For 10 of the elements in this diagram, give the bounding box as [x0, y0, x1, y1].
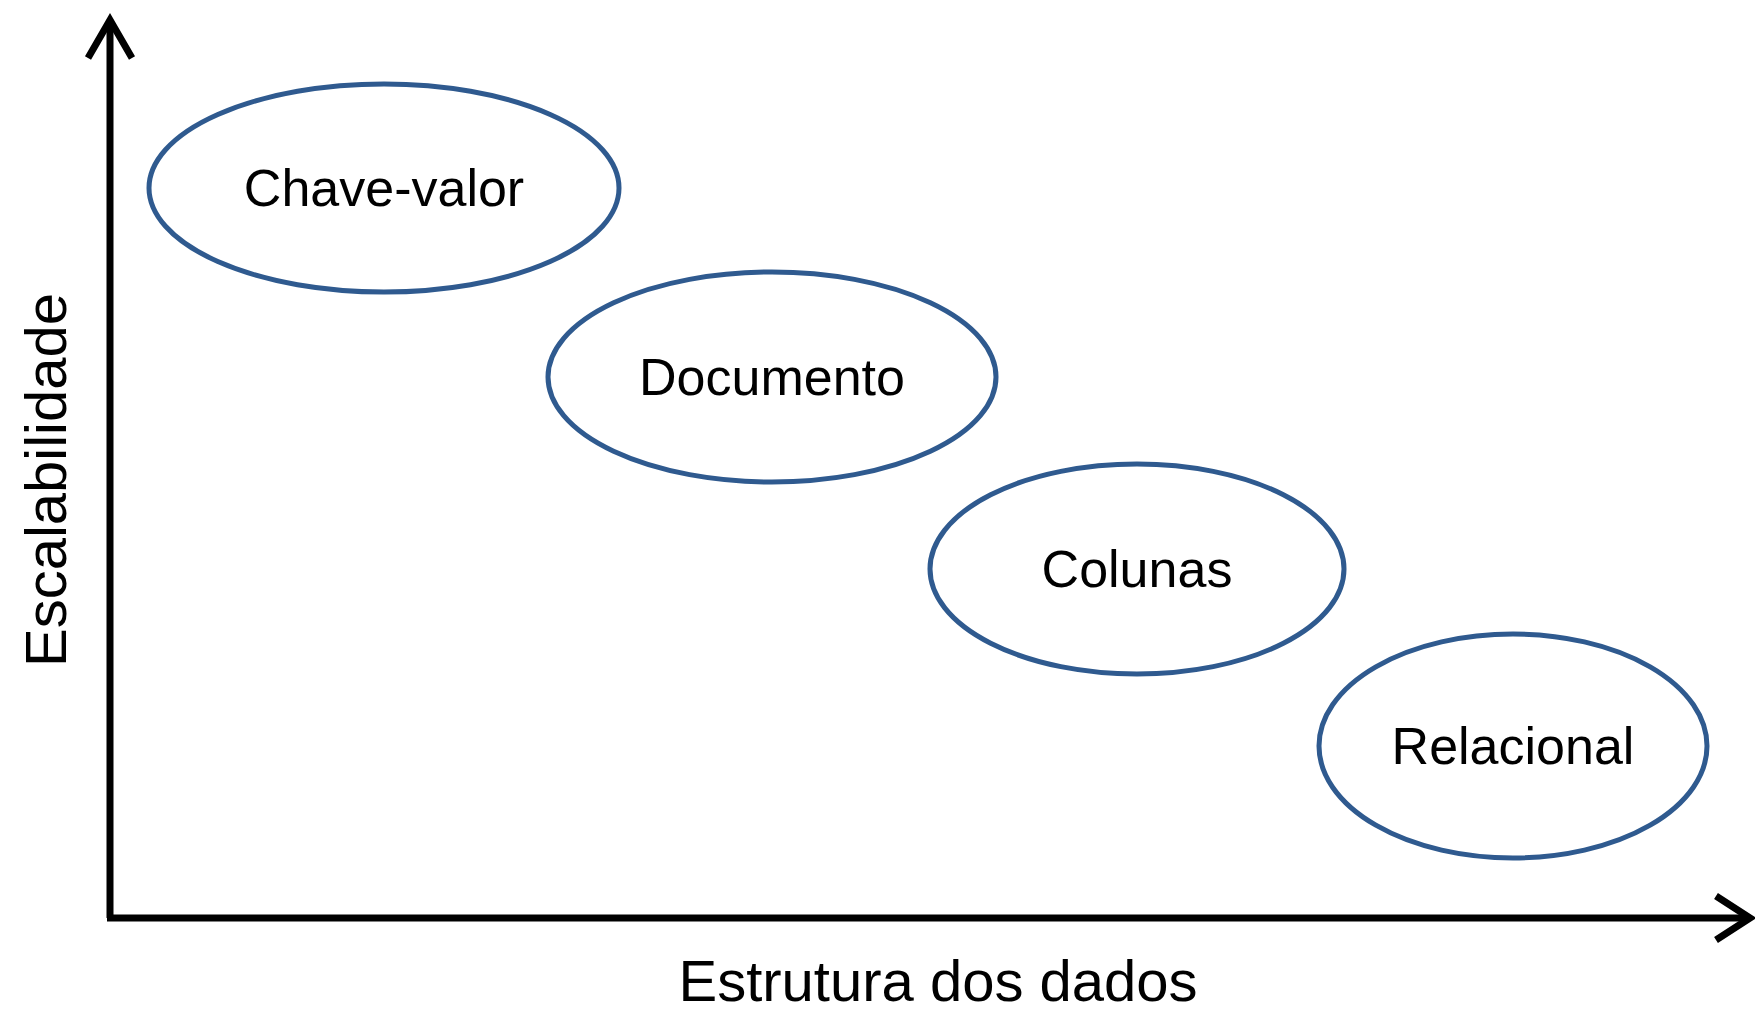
ellipse-node: [927, 461, 1347, 677]
node-label: Colunas: [1040, 539, 1234, 599]
node-label: Documento: [638, 347, 906, 407]
axis-title: Escalabilidade: [11, 293, 79, 667]
node-label: Chave-valor: [242, 158, 526, 218]
node-label: Relacional: [1390, 716, 1636, 776]
ellipse-node: [1316, 631, 1710, 861]
ellipse-node: [146, 81, 622, 295]
axis-title: Estrutura dos dados: [678, 946, 1198, 1009]
ellipse-node: [545, 269, 999, 485]
